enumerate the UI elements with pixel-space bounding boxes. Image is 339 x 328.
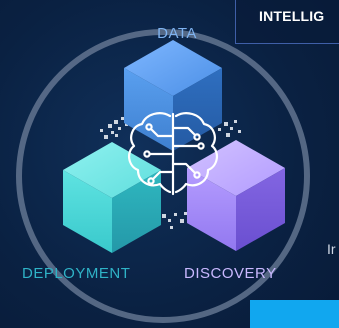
- label-discovery: DISCOVERY: [184, 265, 277, 282]
- accent-bar: [250, 300, 339, 328]
- outer-ring: [16, 29, 310, 323]
- label-deployment: DEPLOYMENT: [22, 265, 130, 282]
- dot-cluster-left: [100, 117, 128, 139]
- slide-title: INTELLIG: [259, 8, 325, 24]
- title-box: INTELLIG: [235, 0, 339, 44]
- cube-discovery: [187, 140, 285, 251]
- cube-deployment: [63, 142, 161, 253]
- brain-circuit-icon: [128, 112, 218, 196]
- dot-cluster-bottom: [158, 212, 187, 229]
- cube-data: [124, 40, 222, 151]
- side-text-fragment: Ir: [327, 241, 336, 257]
- label-data: DATA: [157, 25, 197, 42]
